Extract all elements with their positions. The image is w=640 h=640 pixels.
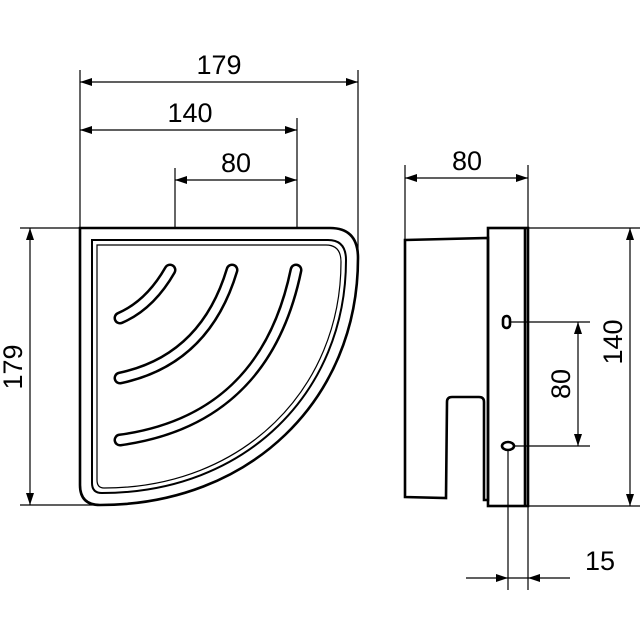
dim-plate-thickness: 15 — [585, 546, 615, 576]
drain-slots — [113, 263, 303, 447]
dim-overall-height: 179 — [0, 344, 28, 389]
front-view: 179 140 80 179 — [0, 50, 360, 507]
mounting-hole-lower — [500, 440, 516, 452]
mounting-hole-upper — [501, 314, 512, 330]
side-view: 80 140 80 15 — [403, 146, 640, 590]
dim-height: 140 — [598, 319, 628, 364]
dim-overall-width: 179 — [196, 50, 241, 80]
dim-inner-width: 140 — [167, 98, 212, 128]
dim-hole-spacing: 80 — [546, 369, 576, 399]
shelf-body-profile — [403, 236, 490, 502]
dim-slot-width: 80 — [221, 148, 251, 178]
dim-depth: 80 — [452, 146, 482, 176]
shelf-rim-line — [96, 244, 342, 489]
shelf-inner-outline — [91, 239, 348, 495]
shelf-outer-outline — [78, 226, 360, 507]
